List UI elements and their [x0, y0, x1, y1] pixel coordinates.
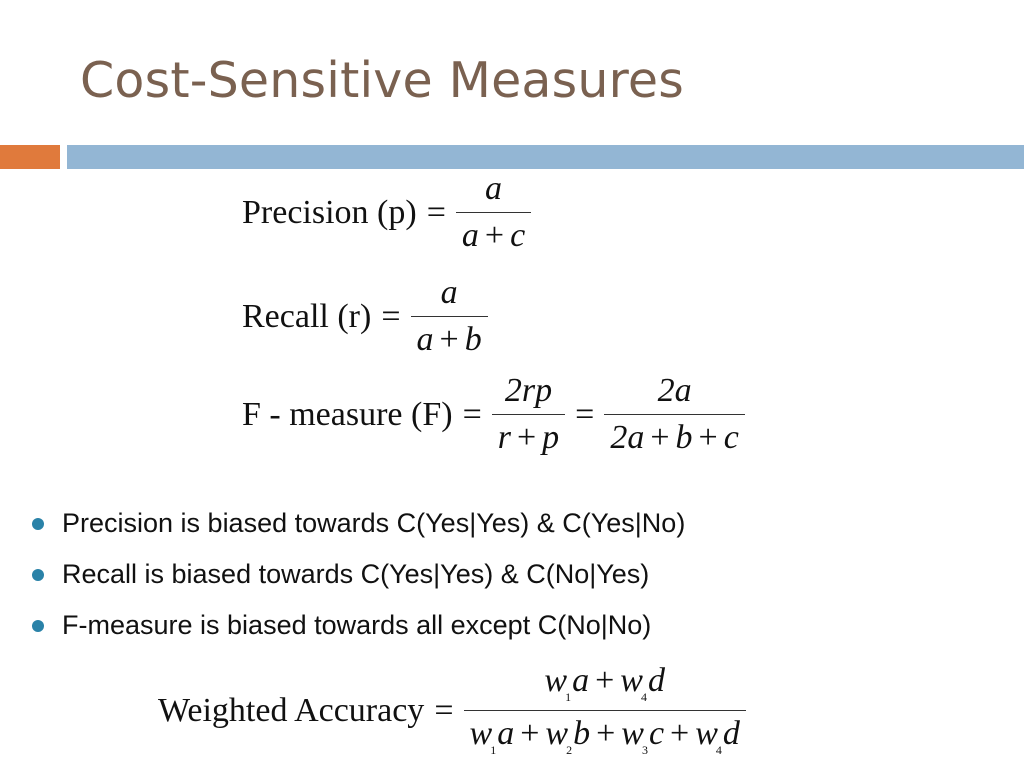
equals-sign: =	[575, 395, 595, 433]
subscript: 1	[565, 690, 572, 704]
precision-numerator: a	[479, 168, 508, 210]
fraction-line	[410, 316, 488, 317]
fmeasure-denominator-1: r + p	[492, 417, 565, 459]
precision-denominator: a + c	[456, 215, 531, 257]
var-a: a	[461, 217, 479, 254]
subscript: 3	[641, 743, 648, 757]
title-underline-bar	[67, 145, 1024, 169]
var-a: a	[572, 662, 590, 699]
weighted-accuracy-lhs: Weighted Accuracy	[158, 691, 425, 729]
var-r: r	[497, 419, 511, 456]
var-w: w	[544, 662, 568, 699]
bullet-text: Precision is biased towards C(Yes|Yes) &…	[62, 508, 686, 538]
bullet-text: F-measure is biased towards all except C…	[62, 610, 652, 640]
var-b: b	[675, 419, 693, 456]
bullet-item: Recall is biased towards C(Yes|Yes) & C(…	[32, 554, 685, 605]
precision-fraction: a a + c	[455, 168, 532, 257]
recall-lhs: Recall (r)	[242, 297, 372, 335]
fmeasure-fraction-2: 2a 2a + b + c	[604, 370, 745, 459]
var-c: c	[648, 715, 665, 752]
fraction-line	[455, 212, 532, 213]
expr-2a: 2a	[657, 372, 692, 409]
fmeasure-formula: F - measure (F) = 2rp r + p = 2a 2a + b …	[242, 370, 745, 459]
plus-sign: +	[650, 419, 670, 456]
var-w: w	[695, 715, 718, 752]
plus-sign: +	[516, 419, 537, 456]
subscript: 4	[640, 690, 647, 704]
precision-formula: Precision (p) = a a + c	[242, 168, 532, 257]
var-w: w	[621, 715, 644, 752]
var-b: b	[573, 715, 591, 752]
plus-sign: +	[520, 715, 540, 752]
equals-sign: =	[426, 193, 446, 231]
recall-formula: Recall (r) = a a + b	[242, 272, 488, 361]
subscript: 1	[490, 743, 497, 757]
fmeasure-numerator-1: 2rp	[499, 370, 558, 412]
equals-sign: =	[434, 691, 454, 729]
var-a: a	[416, 321, 434, 358]
bullet-dot-icon	[32, 518, 44, 530]
var-b: b	[464, 321, 482, 358]
plus-sign: +	[595, 662, 615, 699]
bullet-text: Recall is biased towards C(Yes|Yes) & C(…	[62, 559, 650, 589]
equals-sign: =	[462, 395, 482, 433]
var-a: a	[497, 715, 515, 752]
plus-sign: +	[698, 419, 718, 456]
subscript: 2	[566, 743, 573, 757]
plus-sign: +	[439, 321, 459, 358]
fraction-line	[463, 710, 746, 711]
plus-sign: +	[596, 715, 616, 752]
bullet-list: Precision is biased towards C(Yes|Yes) &…	[32, 503, 685, 656]
recall-numerator: a	[435, 272, 464, 314]
var-w: w	[545, 715, 569, 752]
var-a: a	[440, 274, 458, 311]
bullet-item: Precision is biased towards C(Yes|Yes) &…	[32, 503, 685, 554]
var-d: d	[647, 662, 665, 699]
var-a: a	[485, 170, 503, 207]
bullet-dot-icon	[32, 569, 44, 581]
var-c: c	[723, 419, 739, 456]
precision-lhs: Precision (p)	[242, 193, 417, 231]
var-p: p	[542, 419, 560, 456]
recall-fraction: a a + b	[410, 272, 488, 361]
title-accent-bar	[0, 145, 60, 169]
bullet-dot-icon	[32, 620, 44, 632]
var-c: c	[510, 217, 526, 254]
fraction-line	[604, 414, 745, 415]
bullet-item: F-measure is biased towards all except C…	[32, 605, 685, 656]
subscript: 4	[715, 743, 722, 757]
var-d: d	[722, 715, 740, 752]
fmeasure-denominator-2: 2a + b + c	[604, 417, 744, 459]
expr-2a: 2a	[610, 419, 645, 456]
var-w: w	[469, 715, 493, 752]
plus-sign: +	[484, 217, 505, 254]
recall-denominator: a + b	[411, 319, 488, 361]
fraction-line	[491, 414, 566, 415]
slide-title: Cost-Sensitive Measures	[80, 52, 684, 109]
expr-2rp: 2rp	[504, 372, 553, 409]
equals-sign: =	[381, 297, 401, 335]
fmeasure-fraction-1: 2rp r + p	[491, 370, 566, 459]
fmeasure-lhs: F - measure (F)	[242, 395, 453, 433]
fmeasure-numerator-2: 2a	[652, 370, 698, 412]
plus-sign: +	[670, 715, 690, 752]
var-w: w	[620, 662, 643, 699]
